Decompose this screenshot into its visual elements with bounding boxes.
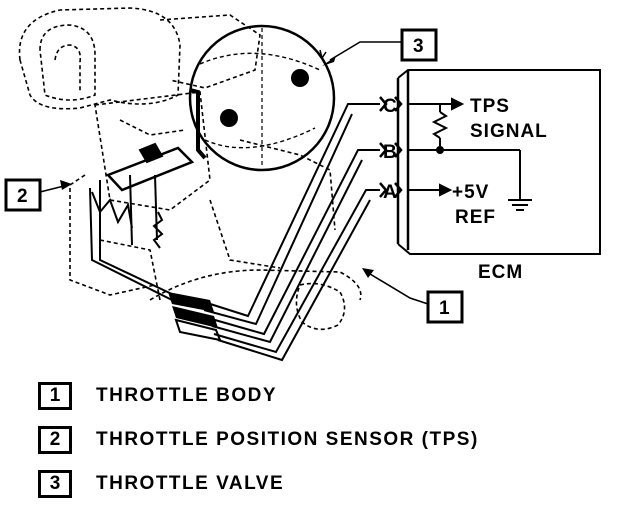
throttle-shaft-dot-lower: [220, 109, 238, 127]
callout-2: 2: [4, 178, 72, 212]
ecm-ref-line1: +5V: [452, 182, 489, 203]
ecm-internal-circuit: [408, 97, 532, 211]
legend-number-box: 1: [38, 382, 72, 410]
callout-1: 1: [362, 268, 464, 324]
wiring-harness: [203, 103, 380, 362]
ecm-ref-line2: REF: [455, 207, 496, 228]
ecm-tps-signal-line1: TPS: [470, 96, 510, 117]
ecm-tps-signal-line2: SIGNAL: [470, 121, 548, 142]
legend-item-throttle-valve: 3 THROTTLE VALVE: [38, 462, 479, 506]
legend-item-tps: 2 THROTTLE POSITION SENSOR (TPS): [38, 418, 479, 462]
legend-number-box: 3: [38, 470, 72, 498]
callout-2-number: 2: [17, 186, 28, 207]
throttle-body-drawing: [18, 7, 362, 331]
legend-item-throttle-body: 1 THROTTLE BODY: [38, 374, 479, 418]
callout-1-number: 1: [439, 298, 450, 319]
callout-3: 3: [319, 28, 438, 66]
legend-text: THROTTLE VALVE: [96, 473, 285, 494]
callout-3-number: 3: [413, 36, 424, 57]
throttle-bore: [188, 24, 336, 172]
pin-b-label: B: [383, 142, 397, 163]
tps-connector: [168, 292, 222, 342]
tps-sensor-drawing: [89, 142, 195, 301]
throttle-shaft-dot-upper: [291, 69, 309, 87]
pin-c-label: C: [383, 96, 397, 117]
legend: 1 THROTTLE BODY 2 THROTTLE POSITION SENS…: [38, 374, 479, 506]
legend-text: THROTTLE POSITION SENSOR (TPS): [96, 429, 479, 450]
ecm-pins: [379, 96, 403, 198]
legend-text: THROTTLE BODY: [96, 385, 277, 406]
ecm-label: ECM: [478, 262, 523, 283]
legend-number-box: 2: [38, 426, 72, 454]
pin-a-label: A: [383, 182, 397, 203]
